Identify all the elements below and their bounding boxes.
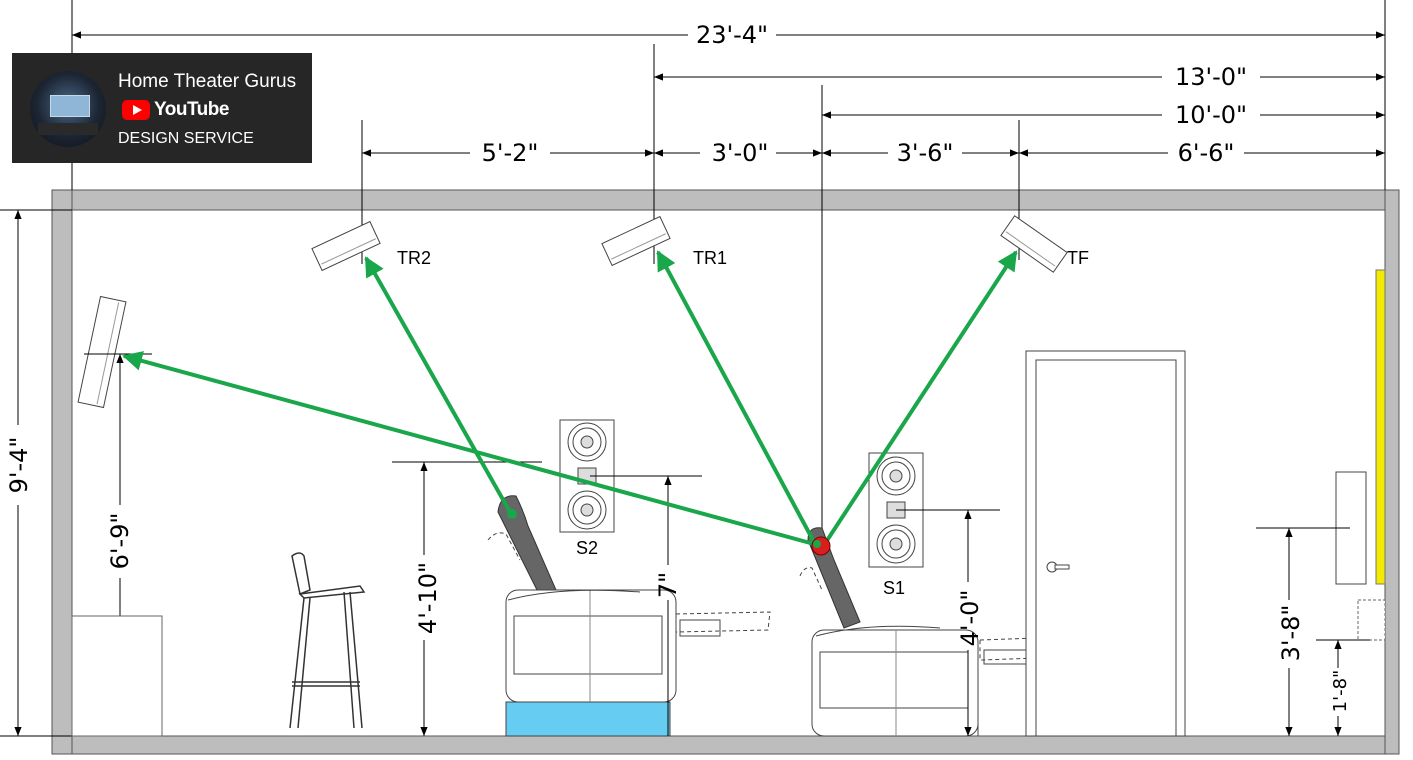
tr1-speaker xyxy=(601,215,671,267)
bar-stool xyxy=(289,552,366,729)
dim-to-listener: 10'-0" xyxy=(1175,101,1247,129)
s2-label: S2 xyxy=(576,538,598,558)
rear-listener-ear xyxy=(507,509,517,519)
dim-tr2-to-tr1: 5'-2" xyxy=(482,139,539,167)
dim-room-height: 9'-4" xyxy=(5,437,33,494)
riser xyxy=(505,701,671,737)
dim-total-width: 23'-4" xyxy=(696,21,768,49)
channel-title: Home Theater Gurus xyxy=(118,71,297,92)
sightlines xyxy=(122,250,1018,546)
dim-tr1-to-listener: 3'-0" xyxy=(712,139,769,167)
youtube-wordmark: YouTube xyxy=(154,99,229,120)
youtube-play-icon xyxy=(122,100,150,120)
tr2-speaker xyxy=(311,220,381,272)
dim-tf-to-screen: 6'-6" xyxy=(1178,139,1235,167)
dim-lcr-bottom-height: 1'-8" xyxy=(1330,670,1351,713)
dim-front-ear-height: 4'-0" xyxy=(956,590,984,647)
youtube-brand: YouTube xyxy=(122,99,229,121)
s2-offset-dimension xyxy=(590,475,702,736)
rear-cabinet xyxy=(71,615,163,737)
tf-speaker xyxy=(1000,215,1068,273)
front-subwoofer xyxy=(1357,599,1386,641)
top-dimensions xyxy=(71,0,1386,540)
channel-logo xyxy=(30,71,106,147)
dim-center-speaker-height: 3'-8" xyxy=(1277,605,1305,662)
logo-screen-icon xyxy=(50,95,90,117)
front-listener-ear-center xyxy=(813,540,821,548)
room-height-dimension xyxy=(0,209,72,737)
tr1-label: TR1 xyxy=(693,248,727,268)
rear-seat xyxy=(487,495,771,703)
center-speaker-height-dimension xyxy=(1256,527,1370,736)
tf-label: TF xyxy=(1067,248,1089,268)
dim-to-tr1: 13'-0" xyxy=(1175,63,1247,91)
projection-screen xyxy=(1375,269,1386,585)
front-ear-height-dimension xyxy=(896,509,1000,736)
dim-s2-offset: 7" xyxy=(654,572,682,598)
channel-subtitle: DESIGN SERVICE xyxy=(118,130,254,147)
channel-badge[interactable]: Home Theater Gurus YouTube DESIGN SERVIC… xyxy=(12,53,312,163)
dim-listener-to-tf: 3'-6" xyxy=(897,139,954,167)
logo-seating-icon xyxy=(38,123,98,135)
tr2-label: TR2 xyxy=(397,248,431,268)
dim-riser-ear-height: 4'-10" xyxy=(414,562,442,634)
s1-label: S1 xyxy=(883,578,905,598)
room-shell xyxy=(51,189,1400,755)
front-seat xyxy=(799,527,1097,737)
dim-rear-speaker-height: 6'-9" xyxy=(106,513,134,570)
door xyxy=(1025,350,1186,737)
